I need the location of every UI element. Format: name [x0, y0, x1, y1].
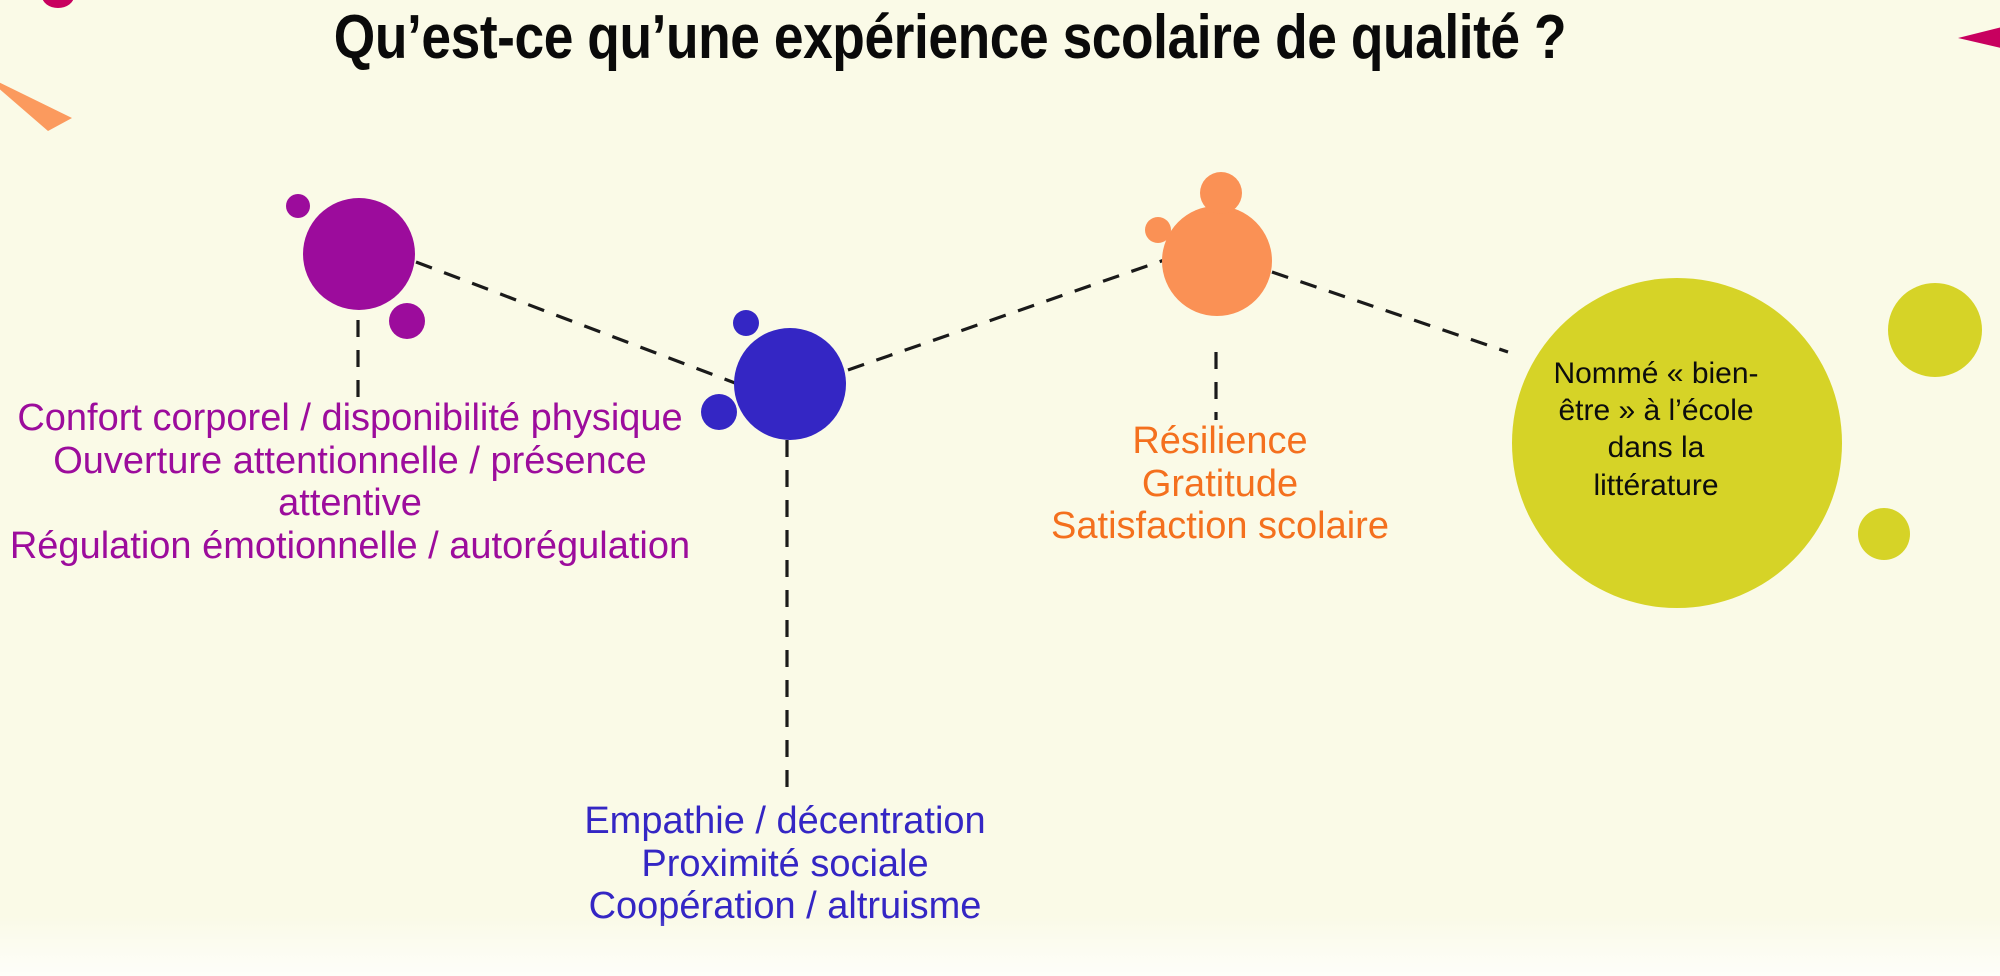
node-yellow-text-block: Nommé « bien- être » à l’école dans la l… [1521, 355, 1791, 504]
node-blue-text-line: Proximité sociale [641, 842, 929, 885]
node-purple-text-line: Ouverture attentionnelle / présence atte… [53, 439, 647, 525]
connector-orange-to-yellow [1271, 270, 1509, 354]
magenta-dot-decoration [42, 0, 74, 8]
node-purple-text-line: Régulation émotionnelle / autorégulation [9, 524, 691, 567]
node-purple-satellite-upper [286, 194, 310, 218]
connector-purple-to-blue [415, 260, 736, 385]
node-orange-text-line: Gratitude [1141, 462, 1299, 505]
orange-sliver-decoration [0, 82, 72, 131]
node-purple-main-circle[interactable] [303, 198, 415, 310]
node-yellow-text-line: dans la [1607, 431, 1705, 465]
node-orange-satellite-left [1145, 217, 1171, 243]
magenta-sliver-decoration [1958, 27, 2000, 48]
node-yellow-text-line: être » à l’école [1558, 394, 1754, 428]
node-blue-main-circle[interactable] [734, 328, 846, 440]
node-blue-text-line: Empathie / décentration [584, 800, 986, 842]
page-title: Qu’est-ce qu’une expérience scolaire de … [333, 3, 1567, 72]
node-purple-text-block: Confort corporel / disponibilité physiqu… [0, 397, 700, 567]
node-purple-text-line: Confort corporel / disponibilité physiqu… [17, 397, 683, 439]
node-blue-satellite-upper [733, 310, 759, 336]
node-yellow-main-circle[interactable] [1512, 278, 1842, 608]
node-orange-main-circle[interactable] [1162, 206, 1272, 316]
node-blue-text-line: Coopération / altruisme [588, 885, 982, 928]
node-blue-text-block: Empathie / décentration Proximité social… [480, 800, 1090, 928]
node-yellow-satellite-upper [1888, 283, 1982, 377]
node-blue-satellite-lower [701, 394, 737, 430]
connector-blue-to-orange [847, 256, 1171, 372]
node-yellow-text-line: littérature [1593, 468, 1719, 502]
node-orange-text-line: Résilience [1132, 420, 1308, 462]
node-yellow-satellite-lower [1858, 508, 1910, 560]
node-orange-text-block: Résilience Gratitude Satisfaction scolai… [1000, 420, 1440, 548]
node-orange-text-line: Satisfaction scolaire [1051, 505, 1389, 548]
node-yellow-text-line: Nommé « bien- [1553, 357, 1759, 390]
node-purple-satellite-lower [389, 303, 425, 339]
node-orange-satellite-top [1200, 172, 1242, 214]
